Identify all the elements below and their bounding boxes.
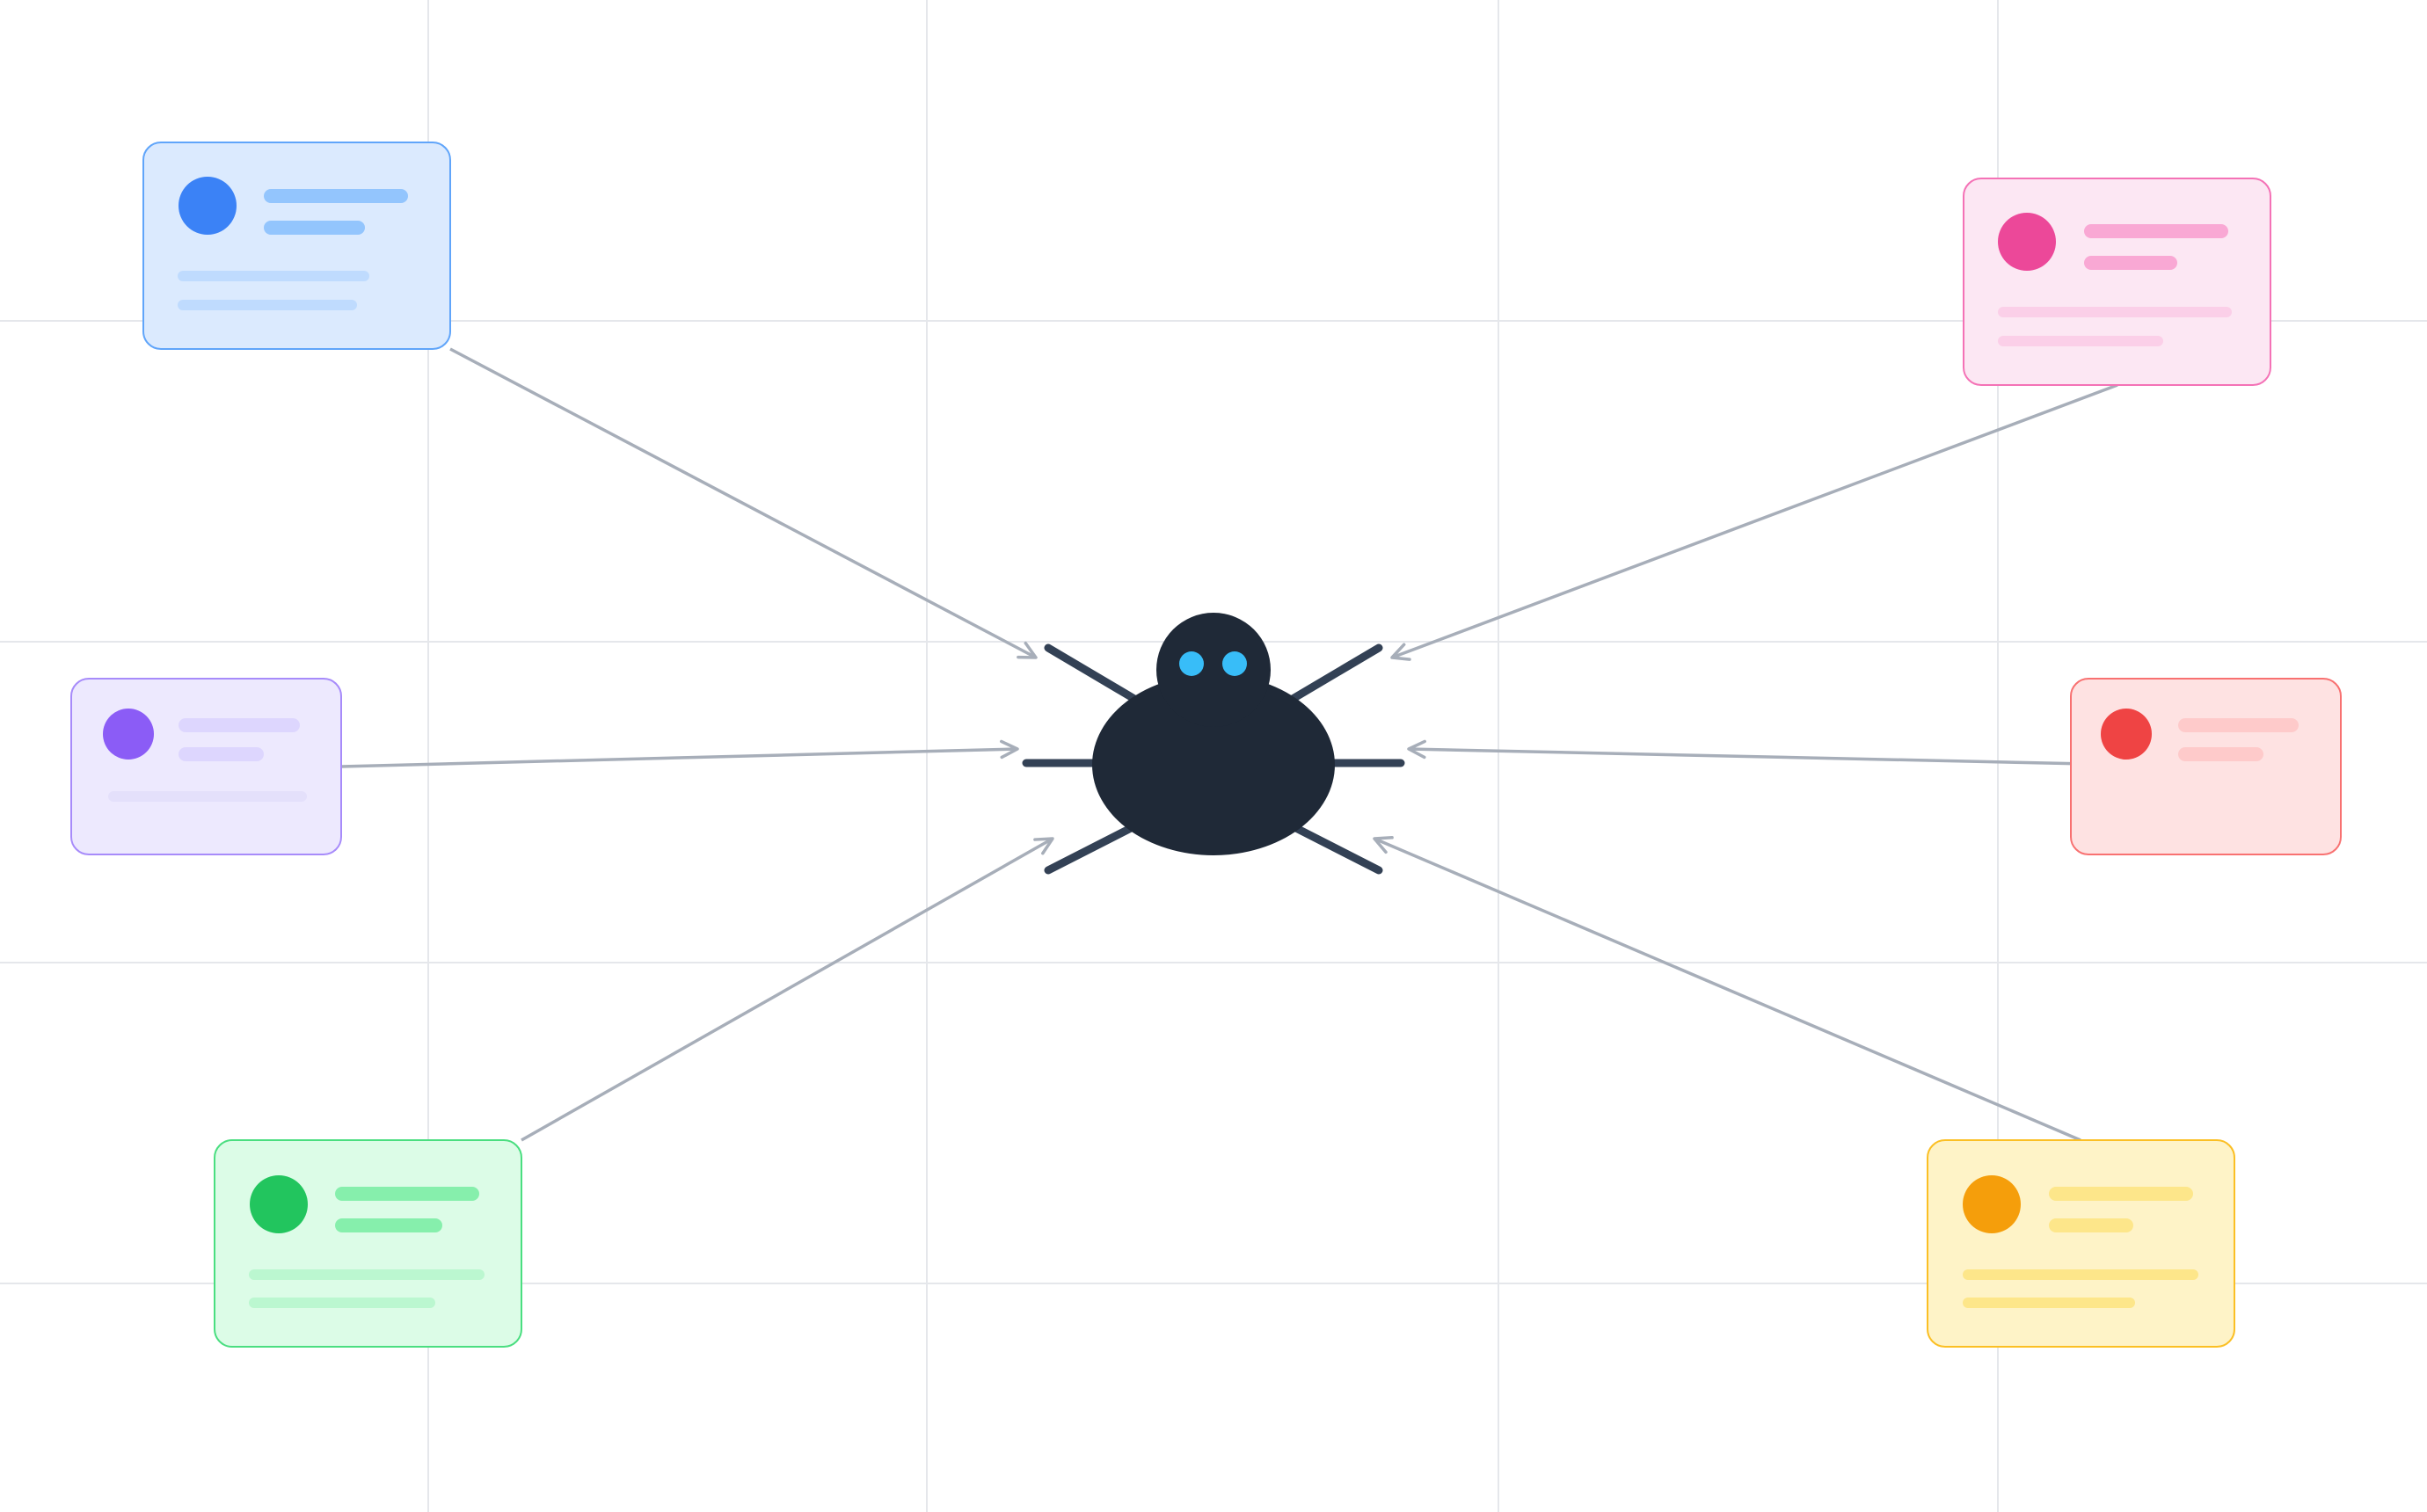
spider-eye-left — [1179, 651, 1204, 676]
card-frame — [214, 1139, 522, 1348]
card-text-placeholder — [1963, 1269, 2198, 1280]
spider-legs — [1022, 643, 1405, 875]
source-card-green[interactable] — [214, 1139, 522, 1348]
spider-leg — [1044, 822, 1139, 875]
connector-arrow — [1390, 383, 2118, 661]
source-card-red[interactable] — [2070, 678, 2342, 855]
card-title-placeholder — [2178, 747, 2263, 761]
spider-leg — [1288, 643, 1383, 703]
card-title-placeholder — [2049, 1187, 2193, 1201]
spider-body — [1092, 674, 1335, 855]
card-text-placeholder — [108, 791, 307, 802]
card-frame — [70, 678, 342, 855]
card-avatar — [103, 709, 154, 760]
spider-leg — [1288, 822, 1383, 875]
card-title-placeholder — [2178, 718, 2299, 732]
spider-eye-right — [1222, 651, 1247, 676]
card-title-placeholder — [335, 1218, 442, 1232]
source-card-blue[interactable] — [142, 142, 451, 350]
connector-arrow — [521, 837, 1054, 1142]
card-text-placeholder — [1963, 1298, 2135, 1308]
card-avatar — [179, 177, 237, 235]
card-text-placeholder — [1998, 336, 2163, 346]
source-card-yellow[interactable] — [1927, 1139, 2235, 1348]
source-card-pink[interactable] — [1963, 178, 2271, 386]
spider-leg — [1044, 643, 1139, 703]
source-cards — [70, 142, 2342, 1348]
card-title-placeholder — [179, 747, 264, 761]
card-frame — [1963, 178, 2271, 386]
card-title-placeholder — [264, 189, 408, 203]
card-title-placeholder — [179, 718, 300, 732]
source-card-purple[interactable] — [70, 678, 342, 855]
spider-icon[interactable] — [1022, 613, 1405, 875]
spider-head — [1156, 613, 1271, 727]
card-title-placeholder — [2049, 1218, 2133, 1232]
card-frame — [2070, 678, 2342, 855]
connector-arrow — [1373, 836, 2081, 1142]
card-avatar — [1963, 1175, 2021, 1233]
card-avatar — [2101, 709, 2152, 760]
card-avatar — [1998, 213, 2056, 271]
card-title-placeholder — [335, 1187, 479, 1201]
card-text-placeholder — [178, 271, 369, 281]
connector-arrow — [449, 347, 1038, 659]
card-title-placeholder — [2084, 224, 2228, 238]
card-text-placeholder — [1998, 307, 2232, 317]
connector-arrow — [340, 739, 1019, 768]
card-avatar — [250, 1175, 308, 1233]
card-text-placeholder — [178, 300, 357, 310]
card-title-placeholder — [264, 221, 365, 235]
card-text-placeholder — [249, 1298, 435, 1308]
card-title-placeholder — [2084, 256, 2177, 270]
card-frame — [1927, 1139, 2235, 1348]
card-frame — [142, 142, 451, 350]
card-text-placeholder — [249, 1269, 485, 1280]
